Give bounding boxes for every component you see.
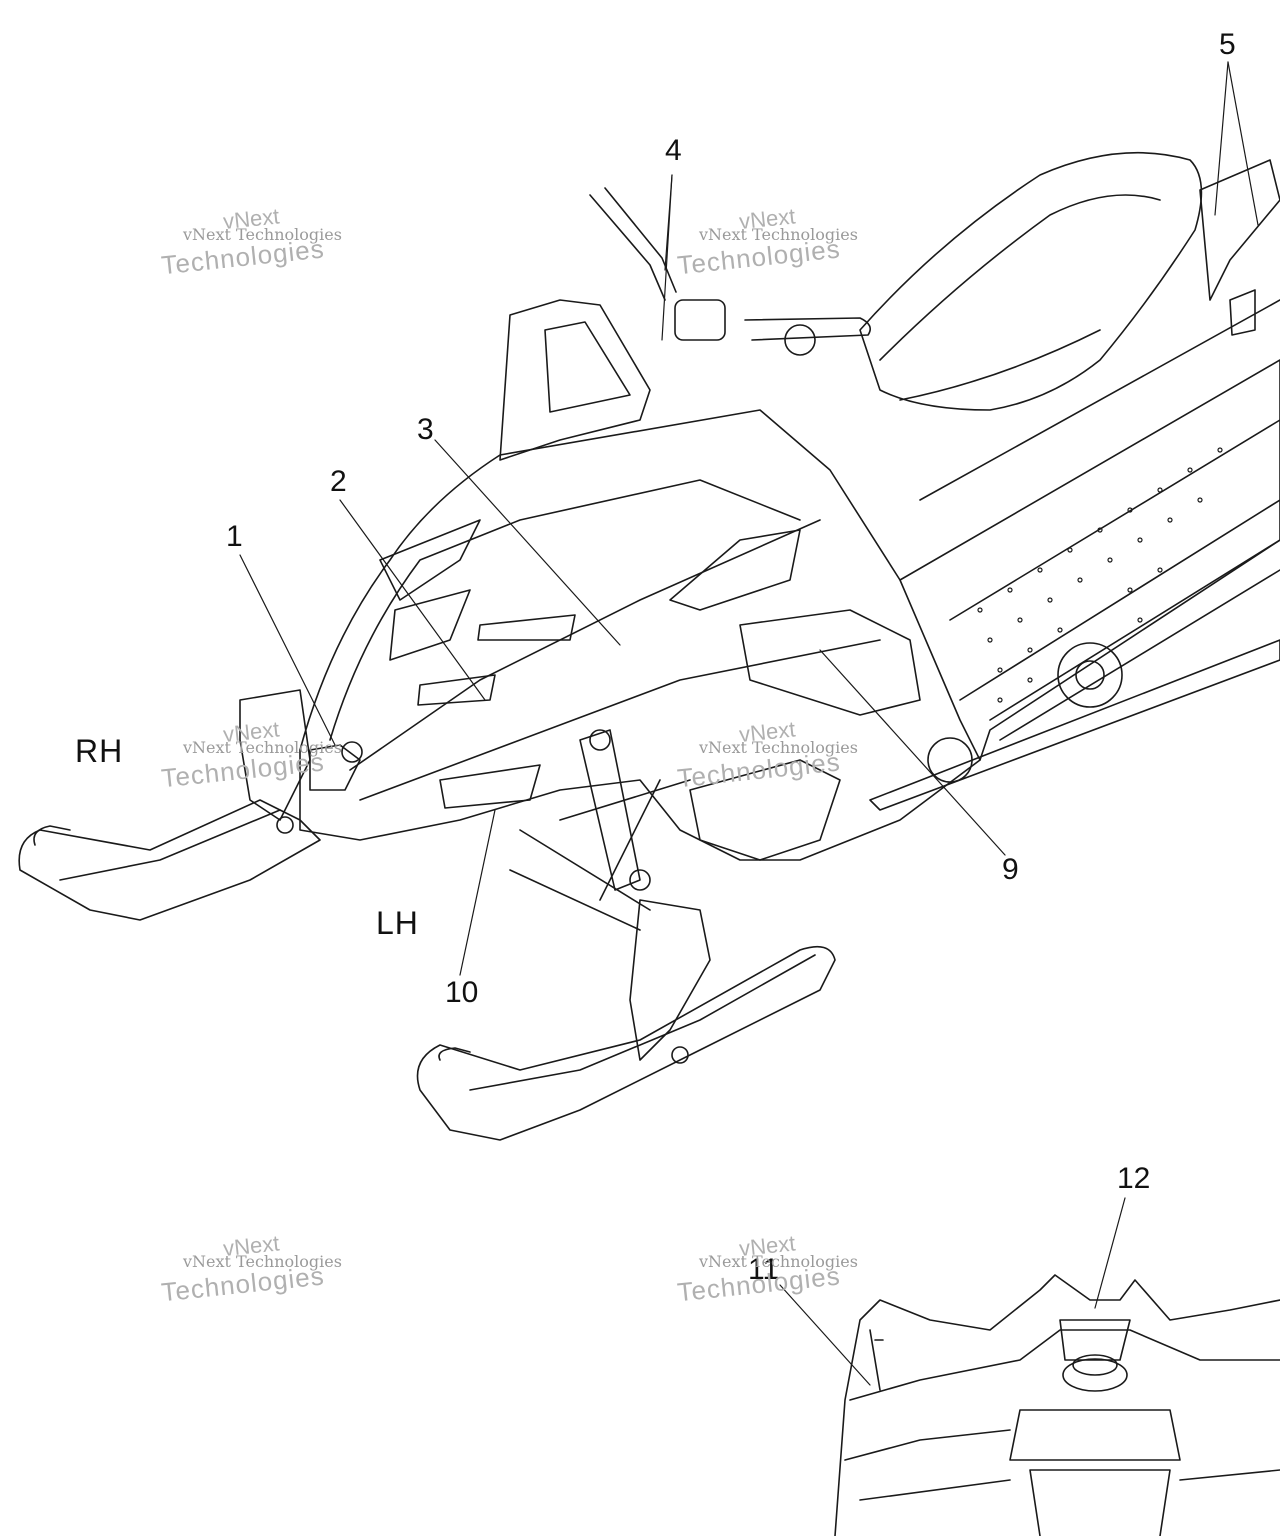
leader-lines <box>239 61 1259 1386</box>
handlebar <box>589 187 871 356</box>
callout-4: 4 <box>665 134 682 167</box>
callout-11: 11 <box>748 1253 780 1286</box>
front-suspension <box>509 729 691 931</box>
lh-ski <box>416 899 836 1141</box>
callout-3: 3 <box>417 413 434 446</box>
tunnel <box>869 159 1280 811</box>
callout-12: 12 <box>1117 1162 1151 1195</box>
callout-10: 10 <box>445 976 479 1009</box>
callout-5: 5 <box>1219 28 1236 61</box>
callout-9: 9 <box>1002 853 1019 886</box>
windshield <box>499 299 651 461</box>
seat <box>859 151 1203 411</box>
callout-1: 1 <box>226 520 243 553</box>
callout-2: 2 <box>330 465 347 498</box>
hood <box>299 409 981 861</box>
lh-label: LH <box>376 905 419 941</box>
hood-top-view <box>834 1274 1280 1536</box>
tunnel-vents <box>977 447 1223 703</box>
rh-ski <box>18 689 321 921</box>
rh-label: RH <box>75 733 124 769</box>
